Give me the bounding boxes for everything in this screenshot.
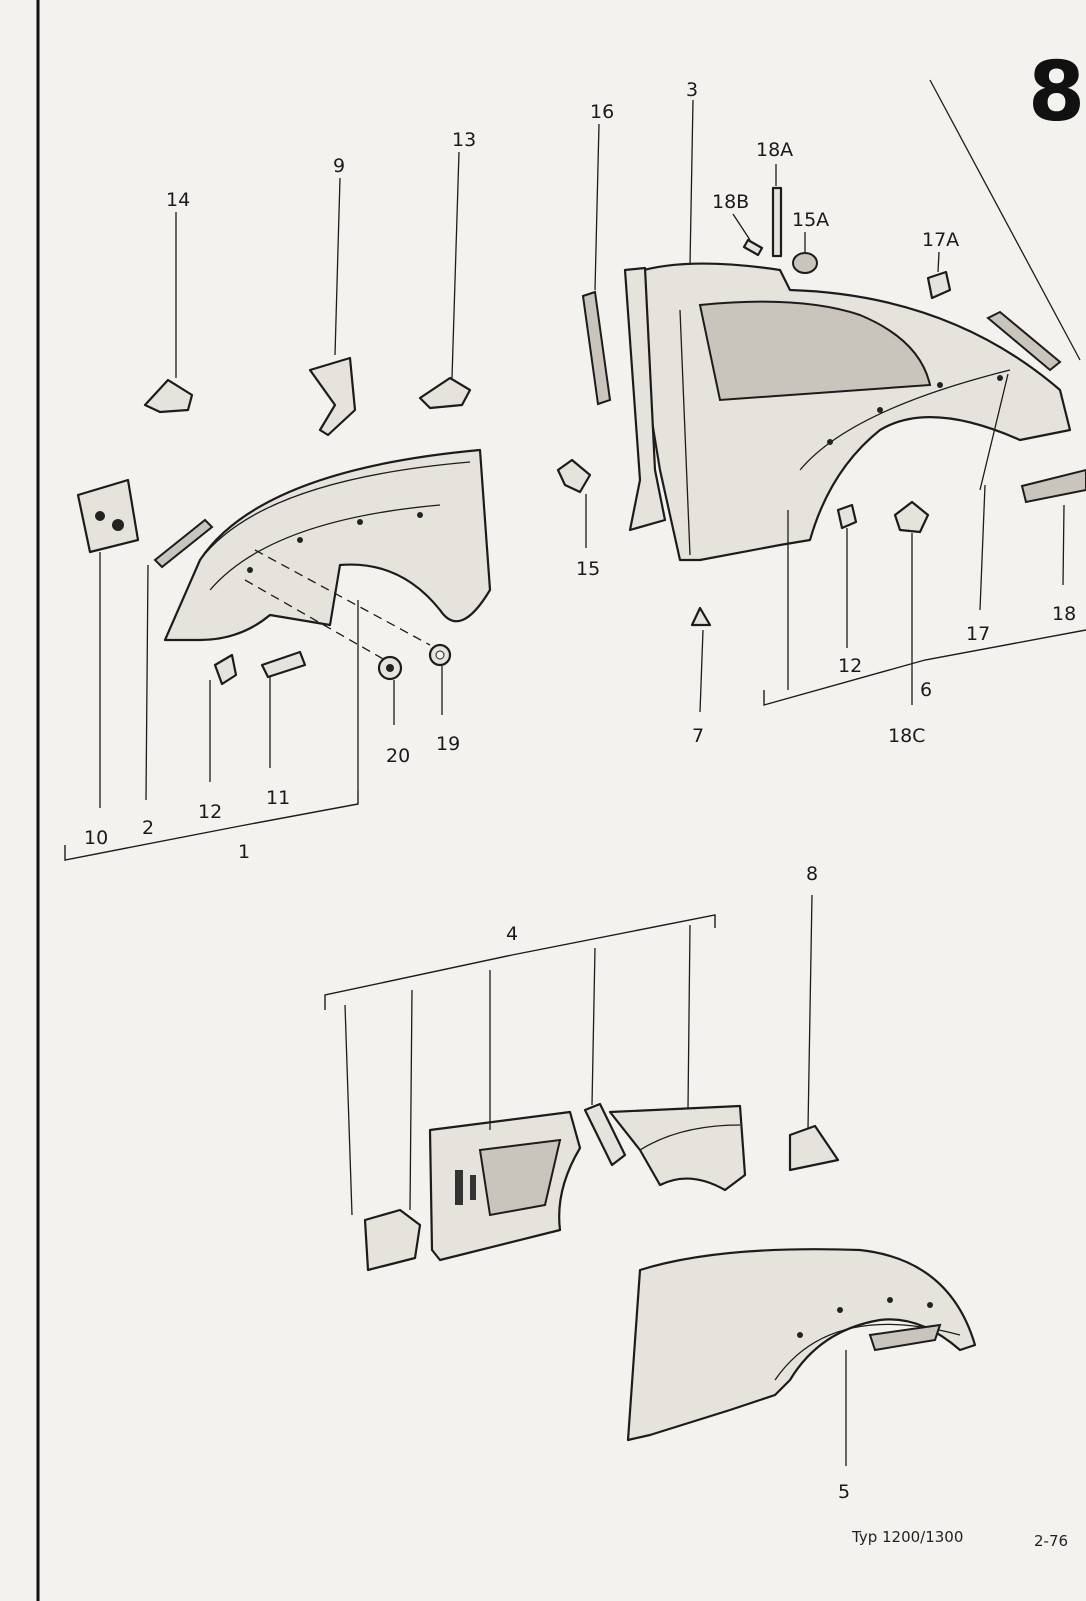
callout-15a: 15A bbox=[792, 209, 829, 231]
callout-4: 4 bbox=[506, 923, 518, 945]
callout-5: 5 bbox=[838, 1481, 850, 1503]
callout-12-front: 12 bbox=[198, 801, 222, 823]
front-fender-assembly bbox=[163, 448, 492, 642]
callout-18: 18 bbox=[1052, 603, 1076, 625]
inner-panel-rear bbox=[608, 1104, 747, 1192]
clip-12-front bbox=[213, 653, 238, 686]
cap-15a bbox=[792, 252, 818, 274]
callout-18b: 18B bbox=[712, 191, 749, 213]
callout-10: 10 bbox=[84, 827, 108, 849]
clip-12-rear bbox=[836, 503, 858, 530]
inner-leaders bbox=[344, 894, 813, 1216]
callout-17: 17 bbox=[966, 623, 990, 645]
plug-7 bbox=[690, 606, 712, 627]
callout-15: 15 bbox=[576, 558, 600, 580]
callout-13: 13 bbox=[452, 129, 476, 151]
bracket-brace-4 bbox=[324, 914, 716, 1010]
washer-19 bbox=[428, 643, 452, 667]
pin-18b bbox=[742, 238, 764, 257]
bracket-11 bbox=[260, 650, 307, 679]
callout-17a: 17A bbox=[922, 229, 959, 251]
rear-quarter-panel bbox=[623, 262, 1072, 562]
callout-6: 6 bbox=[920, 679, 932, 701]
callout-18c: 18C bbox=[888, 725, 925, 747]
callout-2: 2 bbox=[142, 817, 154, 839]
callout-18a: 18A bbox=[756, 139, 793, 161]
inner-panel-main bbox=[428, 1110, 582, 1262]
callout-11: 11 bbox=[266, 787, 290, 809]
callout-8: 8 bbox=[806, 863, 818, 885]
inner-panel-corner bbox=[363, 1208, 422, 1272]
sheet-number: 8 bbox=[1028, 45, 1085, 140]
footer-model: Typ 1200/1300 bbox=[851, 1528, 963, 1546]
bracket-8 bbox=[788, 1124, 840, 1172]
grommet-20 bbox=[377, 655, 403, 681]
pin-18a bbox=[771, 186, 783, 258]
seal-strip-17 bbox=[986, 310, 1062, 372]
callout-1: 1 bbox=[238, 841, 250, 863]
callout-9: 9 bbox=[333, 155, 345, 177]
bracket-10 bbox=[76, 478, 140, 554]
bracket-brace-1 bbox=[64, 790, 359, 861]
rear-fender bbox=[626, 1248, 977, 1442]
fender-seal-strip bbox=[153, 518, 214, 569]
bracket-9 bbox=[308, 356, 357, 437]
callout-20: 20 bbox=[386, 745, 410, 767]
clip-13 bbox=[418, 376, 472, 410]
bracket-18c bbox=[893, 500, 930, 534]
inner-panel-strip bbox=[583, 1102, 627, 1167]
rail-18 bbox=[1020, 468, 1086, 504]
callout-14: 14 bbox=[166, 189, 190, 211]
bracket-brace-6 bbox=[763, 629, 1086, 706]
front-leaders bbox=[99, 151, 460, 808]
footer-page: 2-76 bbox=[1034, 1532, 1068, 1550]
callout-16: 16 bbox=[590, 101, 614, 123]
callout-labels: 14 9 13 16 3 18A 18B 15A 17A 15 12 17 18… bbox=[84, 79, 1076, 1503]
callout-12-rear: 12 bbox=[838, 655, 862, 677]
clip-17a bbox=[926, 270, 952, 300]
rear-leaders bbox=[585, 79, 1081, 713]
clip-15 bbox=[556, 458, 592, 494]
callout-7: 7 bbox=[692, 725, 704, 747]
seal-strip-16 bbox=[581, 290, 612, 406]
front-dashed-bolt-lines bbox=[244, 549, 431, 661]
clip-14 bbox=[143, 378, 194, 414]
callout-3: 3 bbox=[686, 79, 698, 101]
callout-19: 19 bbox=[436, 733, 460, 755]
